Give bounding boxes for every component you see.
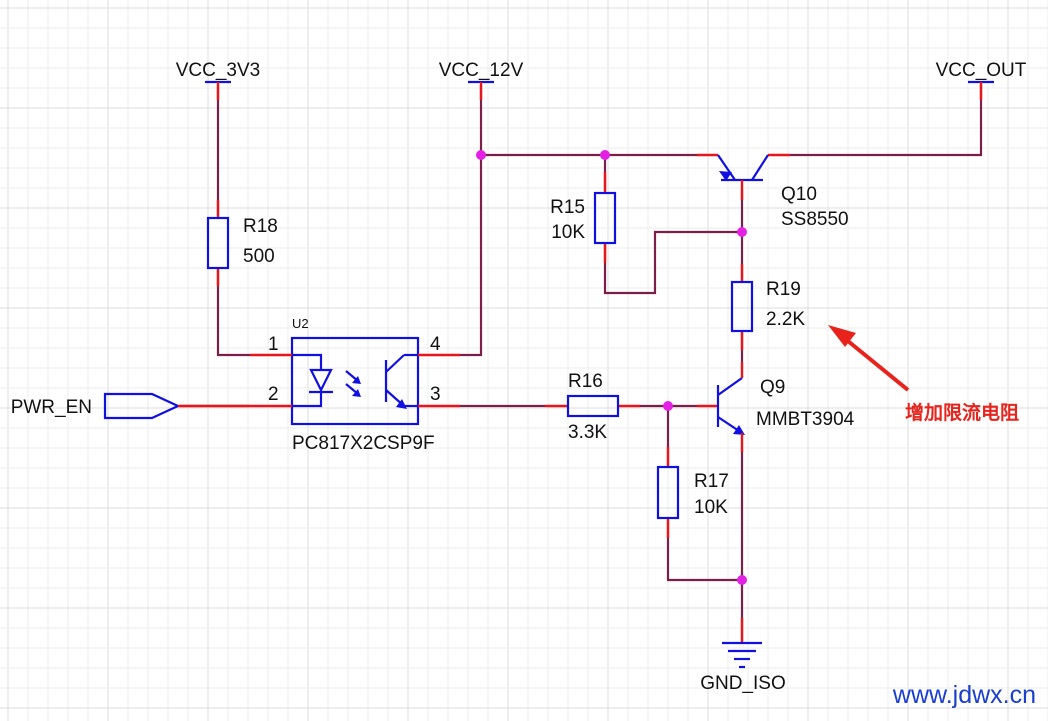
q9-value: MMBT3904: [756, 409, 855, 430]
r19-value: 2.2K: [766, 309, 805, 330]
junction-dot: [737, 227, 747, 237]
wire-r15-q10base: [603, 230, 742, 295]
vcc-3v3-label: VCC_3V3: [176, 60, 261, 81]
resistor-body: [730, 280, 754, 333]
power-port-vcc-3v3: VCC_3V3: [176, 60, 261, 100]
r16-value: 3.3K: [568, 422, 607, 443]
wire-vcc12v-u2pin4: [460, 85, 483, 357]
q10-value: SS8550: [781, 209, 849, 230]
ground-symbol-gnd-iso: GND_ISO: [700, 618, 786, 694]
r19-ref: R19: [766, 279, 801, 300]
r15-value: 10K: [551, 222, 585, 243]
resistor-body: [656, 465, 680, 520]
optocoupler-body: [290, 336, 420, 426]
r18-ref: R18: [243, 216, 278, 237]
emitter-arrow-icon: [719, 171, 732, 181]
wire-q10-vccout: [790, 85, 983, 157]
resistor-r16: R16 3.3K: [545, 371, 640, 443]
junction-dot: [663, 401, 673, 411]
led-diode-icon: [309, 368, 333, 393]
u2-pin3-label: 3: [430, 384, 441, 405]
junction-dot: [600, 150, 610, 160]
power-port-vcc-out: VCC_OUT: [936, 60, 1027, 100]
vcc-out-label: VCC_OUT: [936, 60, 1027, 81]
r17-value: 10K: [694, 497, 728, 518]
annotation-arrowhead-icon: [828, 325, 856, 347]
wire-r17-gnd: [666, 520, 742, 582]
u2-part-number: PC817X2CSP9F: [292, 433, 435, 454]
u2-ref: U2: [292, 316, 309, 331]
resistor-body: [206, 216, 230, 270]
r17-ref: R17: [694, 471, 729, 492]
wire-r18-u2pin1: [216, 268, 250, 357]
resistor-body: [566, 394, 620, 418]
optocoupler-u2: U2 PC817X2CSP9F 1 2 4 3: [250, 316, 460, 454]
watermark-text: www.jdwx.cn: [892, 681, 1036, 709]
phototransistor-icon: [384, 353, 418, 409]
annotation-arrow: [841, 335, 910, 392]
light-emission-arrows-icon: [345, 370, 361, 397]
emitter-arrow-icon: [733, 425, 745, 435]
q10-ref: Q10: [781, 184, 817, 205]
port-pwr-en: PWR_EN: [11, 392, 250, 420]
u2-pin1-label: 1: [268, 334, 279, 355]
power-port-vcc-12v: VCC_12V: [439, 60, 524, 100]
transistor-q9-npn: Q9 MMBT3904: [697, 362, 855, 452]
gnd-iso-label: GND_ISO: [700, 673, 786, 694]
r18-value: 500: [243, 246, 275, 267]
annotation-text: 增加限流电阻: [905, 401, 1019, 424]
q9-ref: Q9: [760, 377, 785, 398]
pwr-en-label: PWR_EN: [11, 397, 92, 418]
resistor-r18: R18 500: [206, 200, 278, 286]
r15-ref: R15: [550, 197, 585, 218]
resistor-body: [593, 191, 617, 245]
junctions: [476, 150, 747, 585]
transistor-q10-pnp: Q10 SS8550: [697, 153, 849, 230]
junction-dot: [737, 575, 747, 585]
input-port-arrow-icon: [103, 392, 181, 420]
vcc-12v-label: VCC_12V: [439, 60, 524, 81]
u2-pin2-label: 2: [268, 384, 279, 405]
resistor-r17: R17 10K: [656, 447, 729, 538]
resistor-r19: R19 2.2K: [730, 264, 805, 350]
resistor-r15: R15 10K: [550, 172, 617, 263]
u2-pin4-label: 4: [430, 334, 441, 355]
r16-ref: R16: [568, 371, 603, 392]
annotation-current-limit: 增加限流电阻: [828, 325, 1019, 424]
junction-dot: [476, 150, 486, 160]
